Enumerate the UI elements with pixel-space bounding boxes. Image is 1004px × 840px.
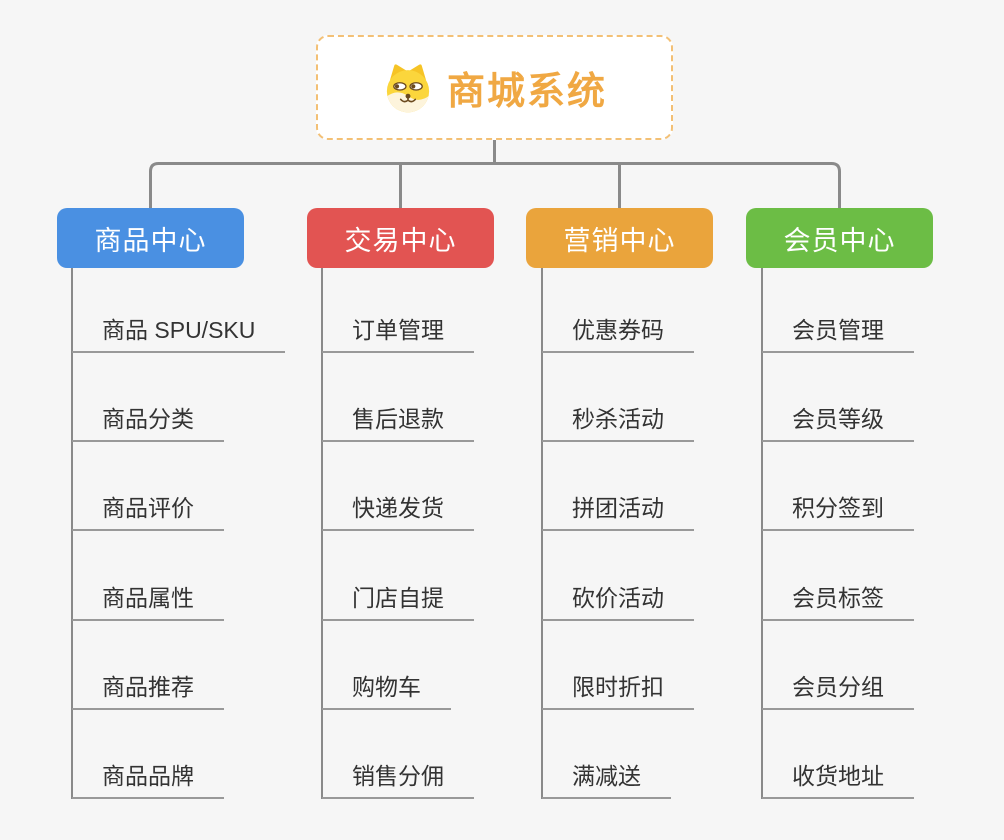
branch-node-marketing-center[interactable]: 营销中心 — [526, 208, 713, 268]
connector-group — [149, 140, 841, 208]
leaf-node[interactable]: 商品评价 — [72, 493, 224, 531]
leaf-node[interactable]: 购物车 — [322, 672, 451, 710]
leaf-node[interactable]: 商品分类 — [72, 404, 224, 442]
branch-label: 营销中心 — [563, 225, 676, 256]
leaf-node[interactable]: 会员等级 — [762, 404, 914, 442]
leaf-node[interactable]: 售后退款 — [322, 404, 474, 442]
root-title: 商城系统 — [446, 71, 607, 113]
branch-node-product-center[interactable]: 商品中心 — [57, 208, 244, 268]
leaf-node[interactable]: 销售分佣 — [322, 761, 474, 799]
leaf-node[interactable]: 砍价活动 — [542, 583, 694, 621]
root-node-mall-system[interactable]: 商城系统 — [316, 35, 673, 140]
leaf-node[interactable]: 秒杀活动 — [542, 404, 694, 442]
leaf-node[interactable]: 订单管理 — [322, 315, 474, 353]
leaf-node[interactable]: 满减送 — [542, 761, 671, 799]
leaf-node[interactable]: 会员管理 — [762, 315, 914, 353]
branch-trunk-line — [71, 268, 73, 799]
branch-node-trade-center[interactable]: 交易中心 — [307, 208, 494, 268]
branch-label: 会员中心 — [783, 225, 896, 256]
leaf-node[interactable]: 优惠券码 — [542, 315, 694, 353]
branch-trunk-line — [321, 268, 323, 799]
branch-trunk-line — [541, 268, 543, 799]
branch-label: 交易中心 — [344, 225, 457, 256]
leaf-node[interactable]: 商品属性 — [72, 583, 224, 621]
leaf-node[interactable]: 拼团活动 — [542, 493, 694, 531]
leaf-node[interactable]: 收货地址 — [762, 761, 914, 799]
dog-face-icon — [382, 62, 434, 114]
leaf-node[interactable]: 商品 SPU/SKU — [72, 315, 286, 353]
leaf-node[interactable]: 限时折扣 — [542, 672, 694, 710]
leaf-node[interactable]: 门店自提 — [322, 583, 474, 621]
leaf-node[interactable]: 快递发货 — [322, 493, 474, 531]
leaf-node[interactable]: 会员分组 — [762, 672, 914, 710]
branch-node-member-center[interactable]: 会员中心 — [746, 208, 933, 268]
leaf-node[interactable]: 商品品牌 — [72, 761, 224, 799]
branch-trunk-line — [761, 268, 763, 799]
leaf-node[interactable]: 积分签到 — [762, 493, 914, 531]
leaf-node[interactable]: 会员标签 — [762, 583, 914, 621]
leaf-node[interactable]: 商品推荐 — [72, 672, 224, 710]
branch-label: 商品中心 — [94, 225, 207, 256]
